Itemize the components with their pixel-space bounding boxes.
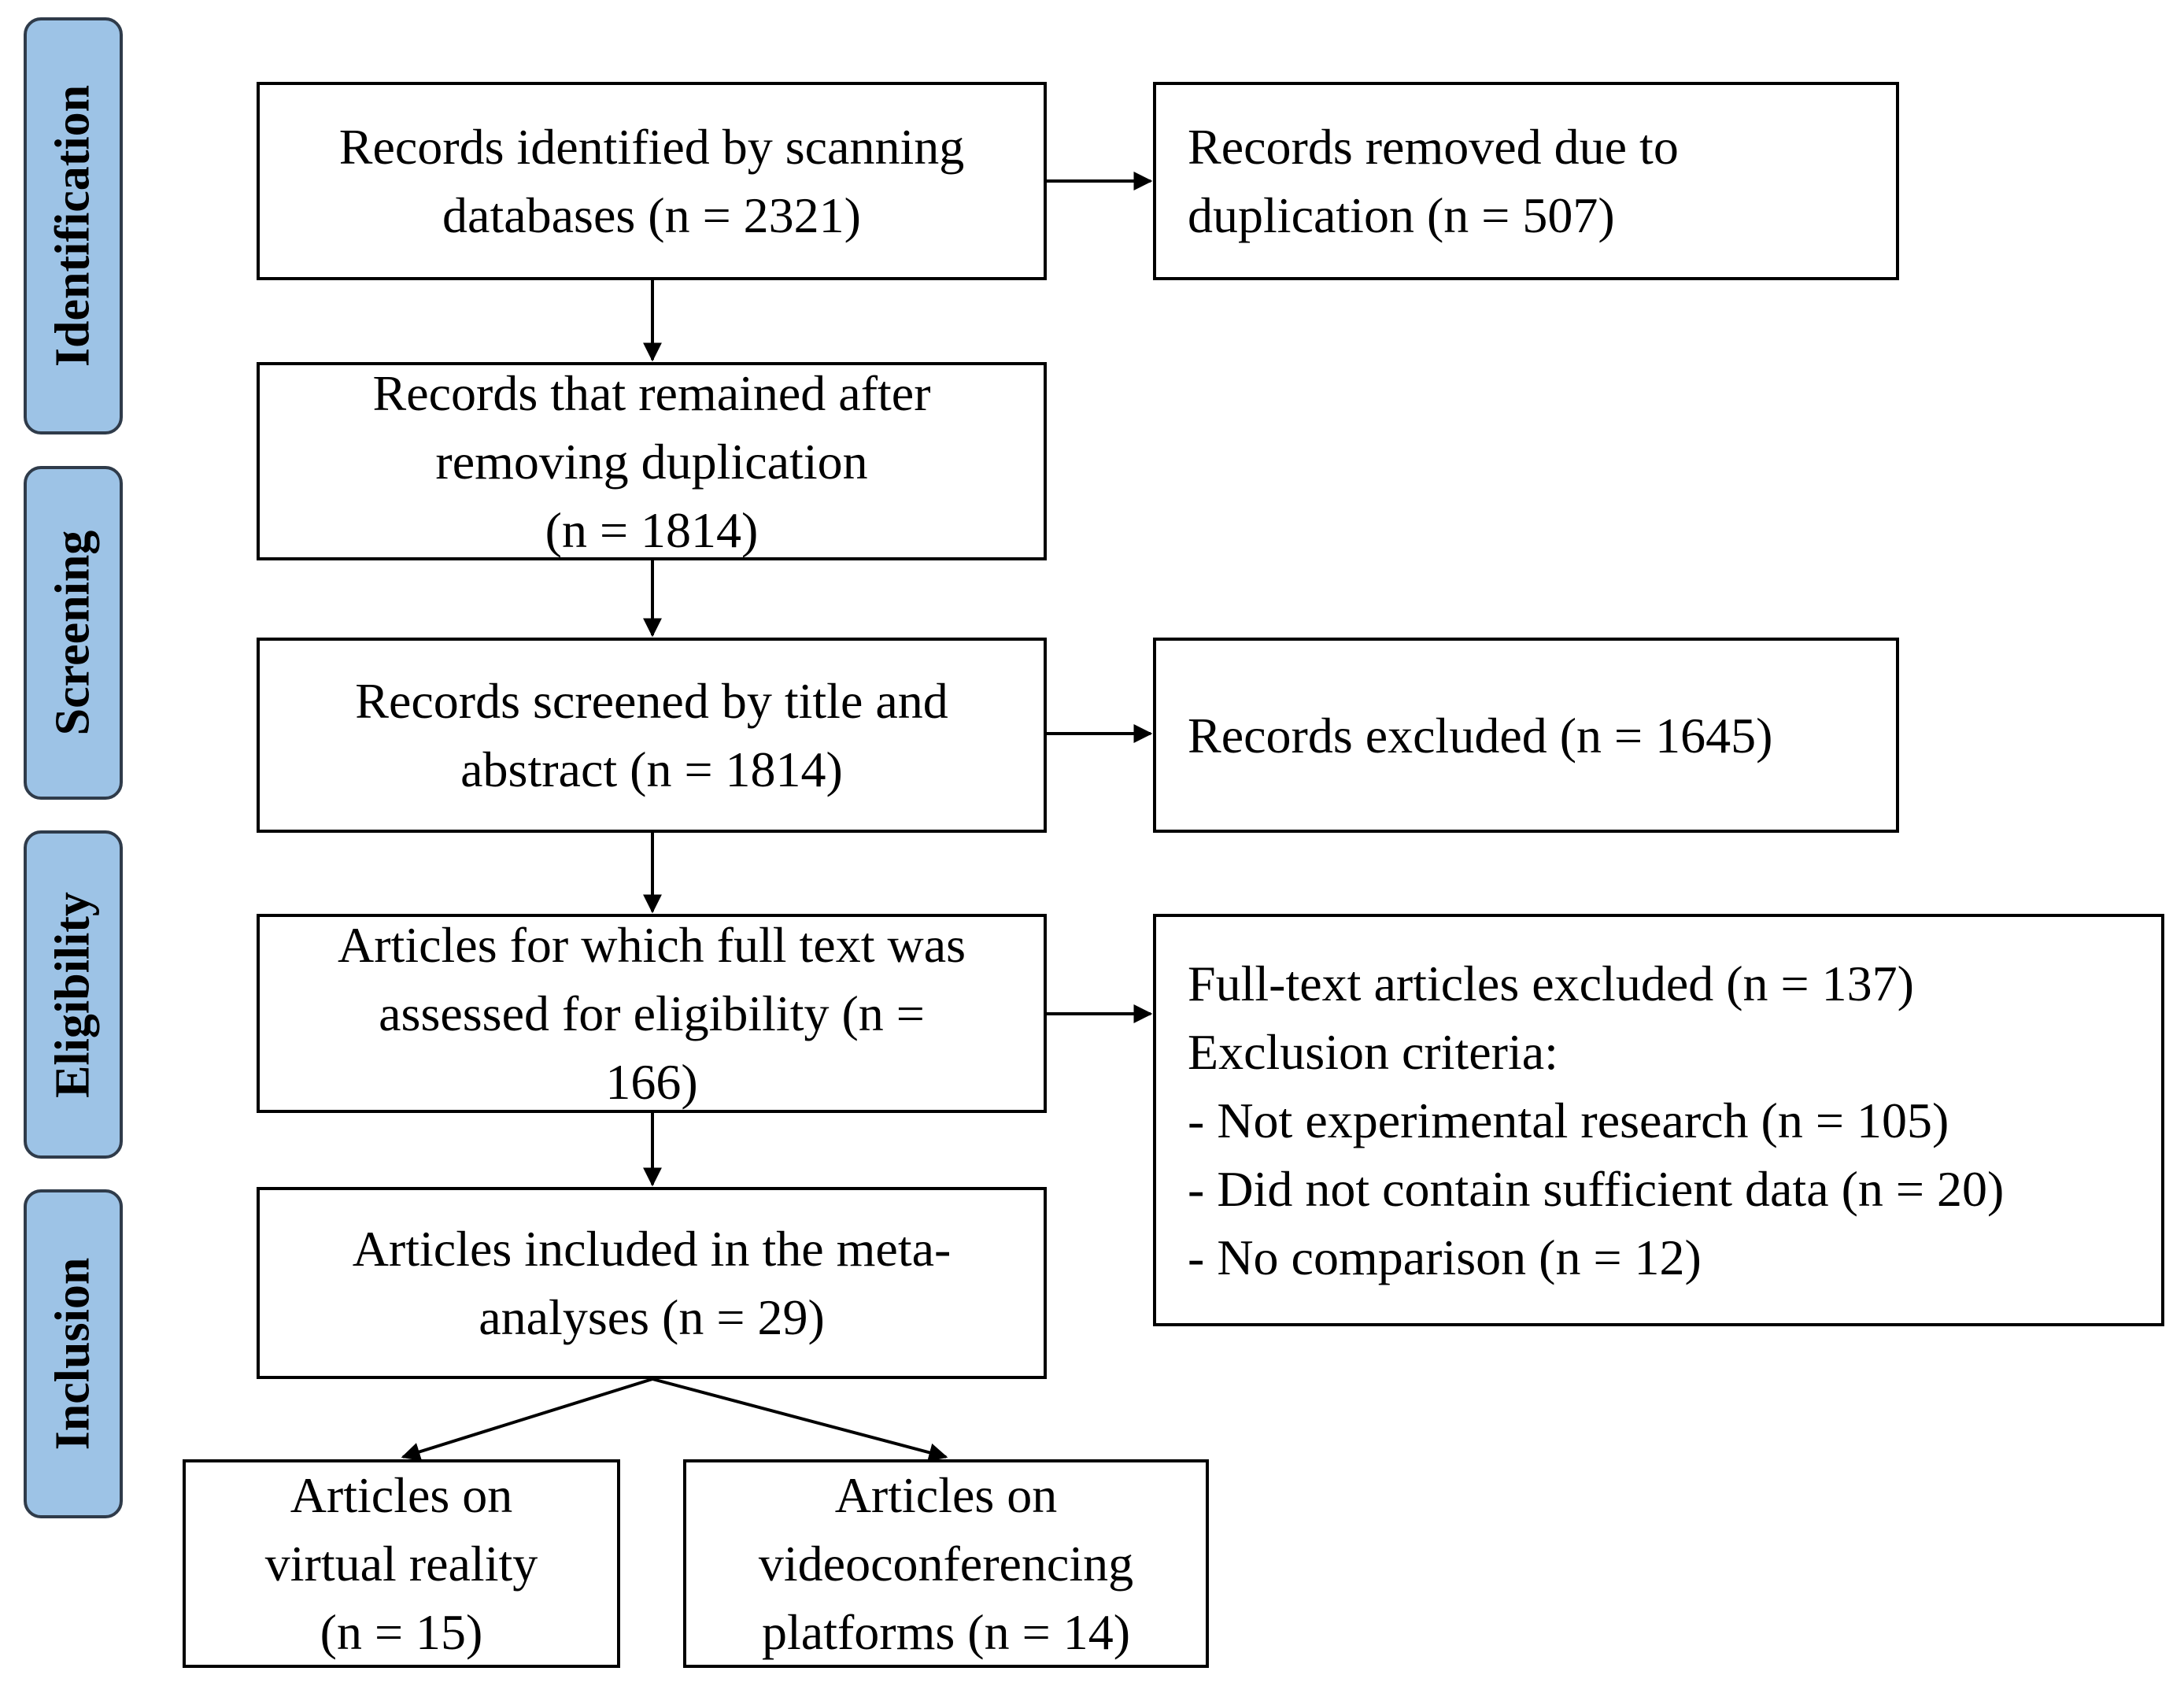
videoconferencing-line-2: videoconferencing xyxy=(758,1536,1134,1592)
records-remaining-line-1: Records that remained after xyxy=(372,364,931,421)
duplicates-removed-line-1: Records removed due to xyxy=(1188,119,1679,175)
arrow-included-to-virtual-reality xyxy=(401,1377,653,1462)
records-screened-line-1: Records screened by title and xyxy=(355,673,948,729)
virtual-reality-line-1: Articles on xyxy=(290,1467,513,1523)
records-remaining-line-2: removing duplication xyxy=(435,433,868,490)
stage-inclusion: Inclusion xyxy=(24,1189,123,1518)
records-excluded-line-1: Records excluded (n = 1645) xyxy=(1188,707,1773,764)
videoconferencing-line-3: platforms (n = 14) xyxy=(762,1604,1130,1660)
box-fulltext-assessed: Articles for which full text was assesse… xyxy=(257,914,1047,1113)
box-records-excluded: Records excluded (n = 1645) xyxy=(1153,638,1899,833)
fulltext-excluded-line-3: - Not experimental research (n = 105) xyxy=(1188,1092,1949,1148)
records-identified-line-2: databases (n = 2321) xyxy=(442,187,861,243)
articles-included-line-1: Articles included in the meta- xyxy=(352,1221,952,1277)
fulltext-excluded-line-1: Full-text articles excluded (n = 137) xyxy=(1188,955,1914,1011)
arrow-included-to-videoconferencing xyxy=(652,1377,948,1462)
fulltext-excluded-line-4: - Did not contain sufficient data (n = 2… xyxy=(1188,1160,2005,1217)
records-screened-line-2: abstract (n = 1814) xyxy=(460,741,843,797)
fulltext-assessed-line-3: 166) xyxy=(605,1054,698,1110)
box-videoconferencing: Articles on videoconferencing platforms … xyxy=(683,1459,1209,1668)
box-fulltext-excluded: Full-text articles excluded (n = 137) Ex… xyxy=(1153,914,2164,1326)
records-identified-line-1: Records identified by scanning xyxy=(338,119,965,175)
stage-identification: Identification xyxy=(24,17,123,434)
virtual-reality-line-3: (n = 15) xyxy=(320,1604,483,1660)
box-articles-included: Articles included in the meta- analyses … xyxy=(257,1187,1047,1379)
box-duplicates-removed: Records removed due to duplication (n = … xyxy=(1153,82,1899,280)
articles-included-line-2: analyses (n = 29) xyxy=(479,1289,825,1345)
fulltext-excluded-line-2: Exclusion criteria: xyxy=(1188,1023,1558,1080)
stage-screening: Screening xyxy=(24,466,123,800)
stage-eligibility: Eligibility xyxy=(24,830,123,1159)
fulltext-assessed-line-1: Articles for which full text was xyxy=(338,917,966,973)
box-records-remaining: Records that remained after removing dup… xyxy=(257,362,1047,560)
box-records-screened: Records screened by title and abstract (… xyxy=(257,638,1047,833)
fulltext-excluded-line-5: - No comparison (n = 12) xyxy=(1188,1229,1702,1285)
box-virtual-reality: Articles on virtual reality (n = 15) xyxy=(183,1459,620,1668)
records-remaining-line-3: (n = 1814) xyxy=(545,501,759,558)
box-records-identified: Records identified by scanning databases… xyxy=(257,82,1047,280)
fulltext-assessed-line-2: assessed for eligibility (n = xyxy=(379,985,925,1041)
virtual-reality-line-2: virtual reality xyxy=(264,1536,538,1592)
duplicates-removed-line-2: duplication (n = 507) xyxy=(1188,187,1615,243)
videoconferencing-line-1: Articles on xyxy=(834,1467,1058,1523)
